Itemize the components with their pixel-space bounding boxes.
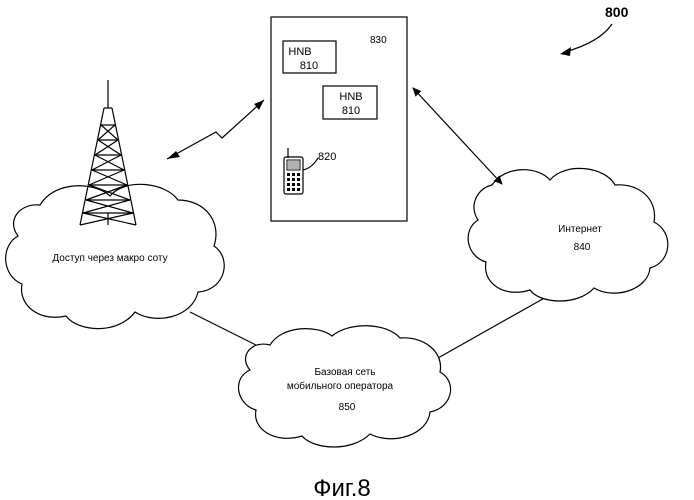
- mobile-phone-icon: [284, 148, 303, 194]
- macro-cloud-label: Доступ через макро соту: [52, 253, 167, 264]
- hnb-bottom-ref: 810: [342, 105, 360, 117]
- hnb-bottom-box: HNB 810: [323, 86, 377, 119]
- internet-cloud-label: Интернет: [558, 224, 602, 235]
- hnb-top-label: HNB: [288, 46, 311, 58]
- premises-ref: 830: [370, 35, 387, 46]
- phone-leader-line: [303, 158, 318, 170]
- figure-number: 800: [605, 4, 629, 20]
- core-cloud-ref: 850: [339, 402, 356, 413]
- figure-pointer-arrow: [565, 24, 612, 52]
- figure-caption: Фиг.8: [313, 475, 371, 500]
- internet-core-link: [438, 296, 548, 358]
- core-cloud-label-line2: мобильного оператора: [287, 380, 394, 392]
- core-cloud-label-line1: Базовая сеть: [314, 367, 375, 378]
- phone-ref: 820: [318, 151, 336, 163]
- hnb-bottom-label: HNB: [339, 91, 362, 103]
- hnb-top-box: HNB 810: [283, 41, 336, 73]
- internet-cloud-ref: 840: [574, 242, 591, 253]
- macro-core-link: [190, 312, 262, 348]
- hnb-top-ref: 810: [300, 60, 318, 72]
- wireless-link-arrow: [167, 100, 264, 159]
- premises-internet-arrow: [413, 88, 502, 184]
